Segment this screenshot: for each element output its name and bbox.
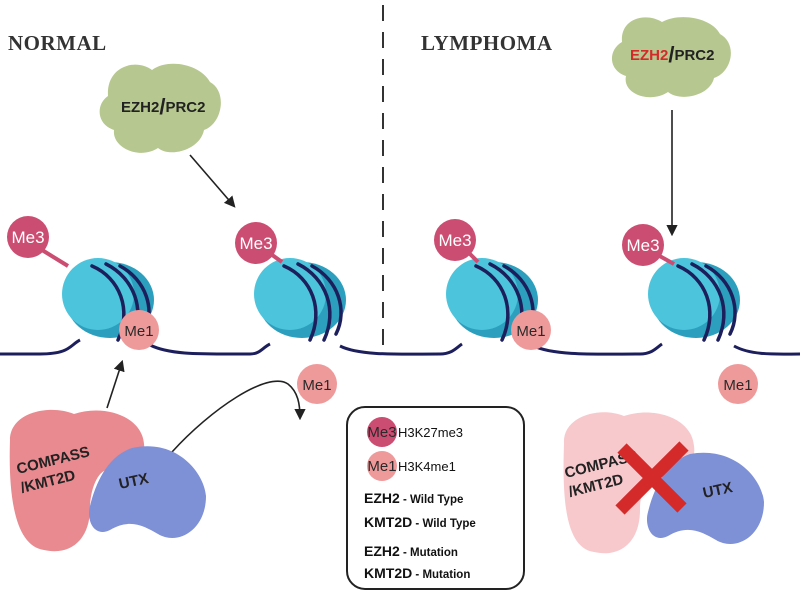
prc2-label-lymphoma: PRC2	[674, 47, 714, 64]
me1-mark-nucleosome-3: Me1	[511, 310, 551, 350]
nucleosome-4	[646, 256, 742, 342]
svg-text:H3K4me1: H3K4me1	[398, 459, 456, 474]
svg-text:Me1: Me1	[367, 458, 396, 475]
x-mark-icon	[615, 441, 689, 515]
dna-strand	[0, 338, 800, 356]
me3-mark-3: Me3	[434, 219, 480, 264]
nucleosome-2	[252, 256, 348, 342]
svg-text:Me1: Me1	[516, 323, 545, 340]
svg-text:Me1: Me1	[302, 377, 331, 394]
svg-text:UTX: UTX	[117, 470, 150, 493]
legend: Me3 H3K27me3 Me1 H3K4me1 EZH2 - Wild Typ…	[346, 406, 525, 590]
utx-complex-lymphoma: UTX	[646, 452, 764, 544]
svg-text:EZH2/PRC2: EZH2/PRC2	[121, 94, 205, 119]
svg-text:Me3: Me3	[239, 234, 272, 253]
me1-mark-nucleosome-1: Me1	[119, 310, 159, 350]
me3-mark-4: Me3	[622, 224, 675, 266]
legend-box	[346, 406, 525, 590]
svg-text:Me3: Me3	[11, 228, 44, 247]
legend-item-h3k4me1: Me1 H3K4me1	[367, 451, 456, 481]
normal-panel-title: NORMAL	[8, 31, 107, 55]
svg-text:Me3: Me3	[367, 424, 396, 441]
arrow-prc2-to-nucleosome-2	[189, 154, 236, 208]
legend-kmt2d-mutation: KMT2D - Mutation	[364, 565, 470, 581]
me1-mark-free-lymphoma: Me1	[718, 364, 758, 404]
legend-ezh2-wild-type: EZH2 - Wild Type	[364, 490, 463, 506]
prc2-label: PRC2	[165, 99, 205, 116]
legend-ezh2-mutation: EZH2 - Mutation	[364, 543, 458, 559]
prc2-complex-lymphoma: EZH2/PRC2	[611, 17, 731, 98]
prc2-complex-normal: EZH2/PRC2	[99, 63, 221, 153]
legend-item-h3k27me3: Me3 H3K27me3	[367, 417, 463, 447]
svg-text:EZH2/PRC2: EZH2/PRC2	[630, 42, 714, 67]
svg-text:Me1: Me1	[723, 377, 752, 394]
me1-mark-free-normal: Me1	[297, 364, 337, 404]
arrow-compass-me1-release	[171, 380, 306, 453]
svg-text:Me3: Me3	[626, 236, 659, 255]
svg-text:Me3: Me3	[438, 231, 471, 250]
prc2-slash: /	[159, 94, 165, 119]
me3-mark-1: Me3	[7, 216, 70, 268]
compass-kmt2d-complex-normal: COMPASS /KMT2D	[9, 409, 145, 552]
legend-kmt2d-wild-type: KMT2D - Wild Type	[364, 514, 476, 530]
svg-text:Me1: Me1	[124, 323, 153, 340]
prc2-slash-lymphoma: /	[668, 42, 674, 67]
prc2-ezh2-label: EZH2	[121, 99, 159, 116]
arrow-compass-to-nucleosome-1	[106, 359, 125, 409]
compass-kmt2d-complex-lymphoma: COMPASS /KMT2D	[563, 412, 695, 554]
utx-complex-normal: UTX	[88, 446, 206, 538]
svg-text:H3K27me3: H3K27me3	[398, 425, 463, 440]
lymphoma-panel-title: LYMPHOMA	[421, 31, 553, 55]
me3-mark-2: Me3	[235, 222, 284, 264]
svg-text:UTX: UTX	[701, 479, 734, 502]
prc2-ezh2-mutant-label: EZH2	[630, 47, 668, 64]
